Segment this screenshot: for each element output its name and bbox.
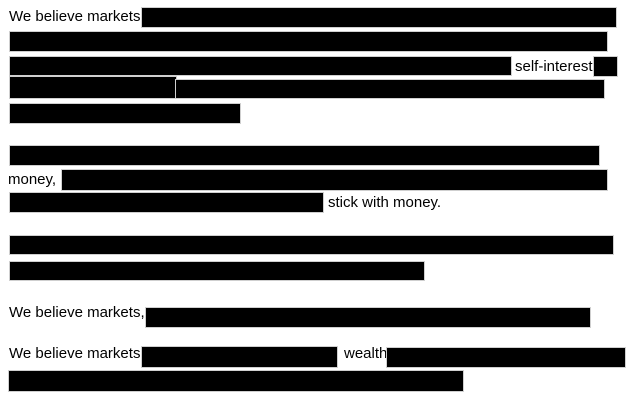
redaction-bar: [10, 146, 599, 165]
visible-text-self-interest: self-interest.: [515, 58, 597, 75]
redaction-bar: [142, 347, 337, 367]
visible-text-stick-with-money: stick with money.: [328, 194, 442, 211]
visible-text-we-believe-markets-comma: We believe markets,: [9, 304, 145, 321]
redaction-bar: [10, 32, 607, 51]
redaction-bar: [9, 371, 463, 391]
redaction-bar: [10, 262, 424, 280]
redaction-bar: [594, 57, 617, 76]
redaction-bar: [146, 308, 590, 327]
visible-text-we-believe-markets: We believe markets: [9, 8, 141, 25]
redaction-bar: [10, 77, 176, 98]
redaction-bar: [10, 193, 323, 212]
redaction-bar: [10, 236, 613, 254]
visible-text-money: money,: [8, 171, 57, 188]
redaction-bar: [387, 348, 625, 367]
redaction-bar: [142, 8, 616, 27]
redaction-bar: [176, 80, 604, 98]
redaction-bar: [10, 57, 511, 75]
visible-text-we-believe-markets: We believe markets: [9, 345, 141, 362]
redaction-bar: [10, 104, 240, 123]
visible-text-wealth: wealth: [344, 345, 388, 362]
redaction-bar: [62, 170, 607, 190]
